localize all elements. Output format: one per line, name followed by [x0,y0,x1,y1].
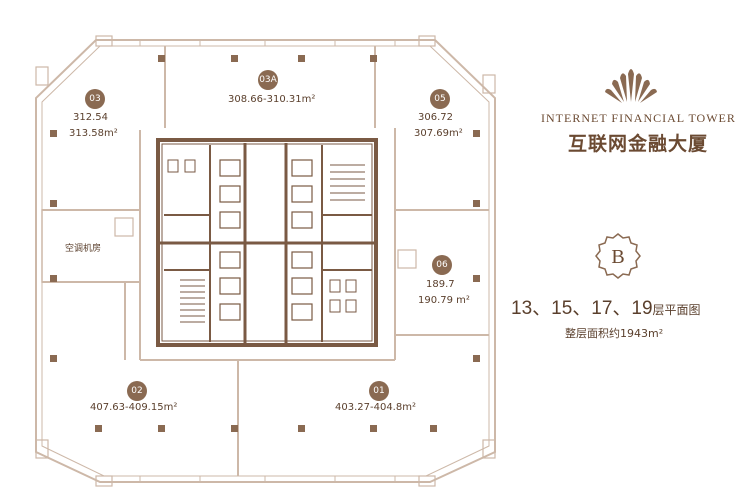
plan-type-letter: B [611,246,624,268]
unit-area-05-high: 307.69m² [414,128,463,139]
shaft-right [397,249,417,269]
unit-area-03-high: 313.58m² [69,128,118,139]
brand-name-en: INTERNET FINANCIAL TOWER [541,111,736,125]
unit-number-05: 05 [430,89,450,109]
unit-area-06-low: 189.7 [426,279,455,290]
unit-area-05-low: 306.72 [418,112,453,123]
floor-numbers: 13、15、17、19层平面图 [511,293,701,320]
total-floor-area: 整层面积约1943m² [565,327,664,340]
unit-area-06-high: 190.79 m² [418,295,470,306]
stairs [180,164,365,323]
unit-number-01: 01 [369,381,389,401]
unit-area-02: 407.63-409.15m² [90,402,178,413]
unit-number-03a: 03A [258,70,278,90]
tower-logo-icon [605,69,657,103]
elevators [219,159,313,321]
corner-brackets [35,35,496,487]
unit-area-03-low: 312.54 [73,112,108,123]
floor-numbers-value: 13、15、17、19 [511,298,653,319]
columns [50,55,480,432]
shaft-left [114,217,134,237]
unit-number-02: 02 [127,381,147,401]
unit-number-06: 06 [432,255,452,275]
window-mullions [139,40,396,482]
unit-area-03a: 308.66-310.31m² [228,94,316,105]
floor-plan-suffix: 层平面图 [652,303,701,317]
plan-type-badge: B [595,233,641,279]
core [156,138,378,347]
ac-room-label: 空调机房 [65,244,102,254]
wc-fixtures [167,159,357,313]
ac-room [41,209,141,283]
unit-area-01: 403.27-404.8m² [335,402,416,413]
brand-name-cn: 互联网金融大厦 [568,133,709,155]
unit-number-03: 03 [85,89,105,109]
building-outline [35,39,496,483]
